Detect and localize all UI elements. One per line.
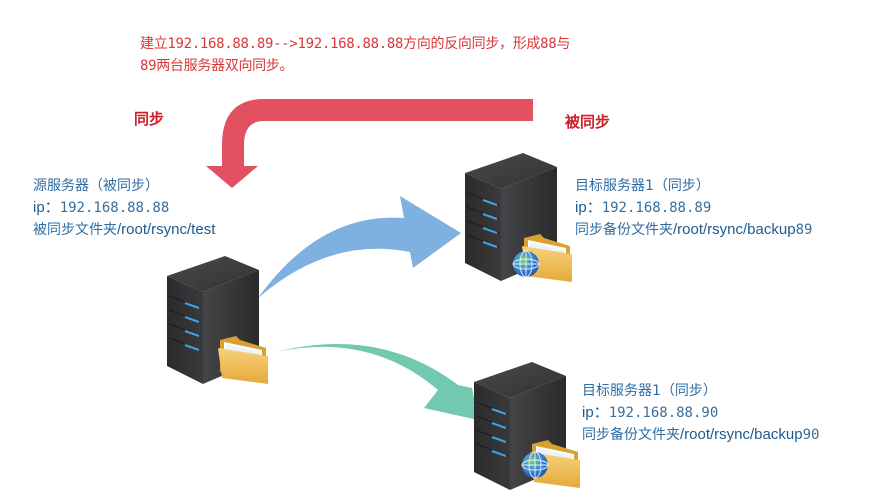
target-1-folder-path: /root/rsync/backup <box>673 221 796 238</box>
target-server-1-ip-row: ip：192.168.88.89 <box>575 197 812 219</box>
source-server-title: 源服务器（被同步） <box>33 178 159 194</box>
source-server-ip-row: ip：192.168.88.88 <box>33 197 215 219</box>
target-server-2-folder-row: 同步备份文件夹/root/rsync/backup90 <box>582 424 819 446</box>
description-note: 建立192.168.88.89-->192.168.88.88方向的反向同步，形… <box>140 33 570 77</box>
ip-label: ip： <box>33 199 60 216</box>
source-server-folder-row: 被同步文件夹/root/rsync/test <box>33 219 215 241</box>
target-server-1-title: 目标服务器1（同步） <box>575 178 710 194</box>
target-server-2-ip: 192.168.88.90 <box>608 405 719 421</box>
note-line-2: 89两台服务器双向同步。 <box>140 58 294 74</box>
target-server-1-ip: 192.168.88.89 <box>601 200 712 216</box>
source-folder-icon <box>218 336 268 384</box>
target-server-1-info: 目标服务器1（同步） ip：192.168.88.89 同步备份文件夹/root… <box>575 176 812 241</box>
target-2-globe-icon <box>521 451 549 479</box>
synced-label: 被同步 <box>565 113 611 131</box>
target-server-1-folder-row: 同步备份文件夹/root/rsync/backup89 <box>575 219 812 241</box>
sync-arrow-to-target-2 <box>276 344 478 420</box>
ip-label: ip： <box>582 404 609 421</box>
source-server-ip: 192.168.88.88 <box>59 200 170 216</box>
source-folder-path: /root/rsync/test <box>117 221 216 238</box>
target-server-2-info: 目标服务器1（同步） ip：192.168.88.90 同步备份文件夹/root… <box>582 381 819 446</box>
folder-prefix: 同步备份文件夹 <box>575 222 673 238</box>
sync-arrow-to-target-1 <box>258 196 461 298</box>
note-line-1: 建立192.168.88.89-->192.168.88.88方向的反向同步，形… <box>140 36 571 52</box>
source-server-info: 源服务器（被同步） ip：192.168.88.88 被同步文件夹/root/r… <box>33 176 215 241</box>
target-2-folder-suffix: 90 <box>802 427 820 443</box>
target-server-2-ip-row: ip：192.168.88.90 <box>582 402 819 424</box>
folder-prefix: 同步备份文件夹 <box>582 427 680 443</box>
target-1-globe-icon <box>512 250 540 278</box>
reverse-sync-arrow <box>206 99 533 188</box>
target-1-folder-suffix: 89 <box>795 222 813 238</box>
folder-prefix: 被同步文件夹 <box>33 222 117 238</box>
target-2-folder-path: /root/rsync/backup <box>680 426 803 443</box>
sync-label: 同步 <box>134 110 165 128</box>
ip-label: ip： <box>575 199 602 216</box>
target-server-2-title: 目标服务器1（同步） <box>582 383 717 399</box>
